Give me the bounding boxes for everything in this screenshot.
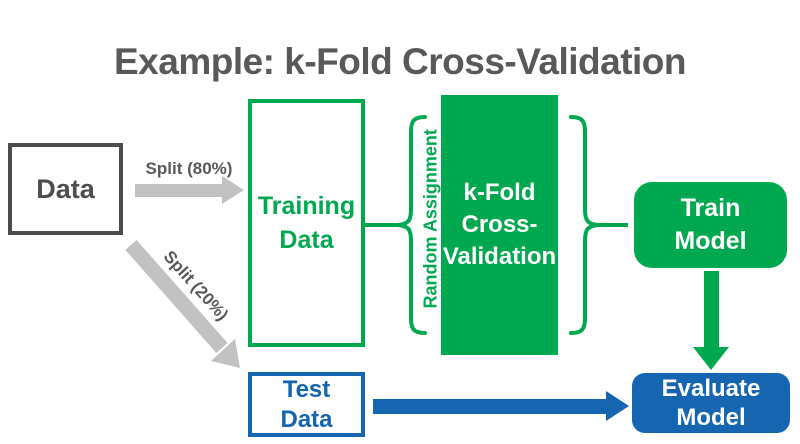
test-data-label-line1: Test: [282, 375, 331, 403]
test-data-box: Test Data: [248, 372, 365, 437]
evaluate-model-box: Evaluate Model: [632, 373, 790, 433]
right-brace: [569, 115, 599, 335]
split-80-label: Split (80%): [145, 159, 233, 178]
training-data-box: Training Data: [248, 99, 365, 347]
split-80-arrow: [135, 176, 244, 204]
kfold-label-line3: Validation: [442, 243, 557, 270]
evaluate-model-label-line2: Model: [676, 404, 746, 431]
evaluate-model-label-line1: Evaluate: [661, 375, 761, 402]
kfold-label-line1: k-Fold: [463, 179, 536, 206]
train-model-label-line2: Model: [674, 227, 747, 255]
train-model-box: Train Model: [634, 182, 787, 268]
data-label: Data: [36, 173, 95, 204]
split-20-arrow: [125, 240, 240, 368]
kfold-label-line2: Cross-: [461, 211, 538, 238]
training-data-label-line1: Training: [257, 192, 356, 220]
train-to-evaluate-arrow: [693, 271, 729, 370]
page-title: Example: k-Fold Cross-Validation: [113, 41, 687, 82]
data-box: Data: [8, 143, 123, 235]
kfold-cross-validation-box: k-Fold Cross- Validation: [441, 95, 558, 355]
left-brace: [397, 115, 427, 335]
training-data-label-line2: Data: [279, 226, 334, 254]
test-to-evaluate-arrow: [373, 391, 629, 421]
random-assignment-label: Random Assignment: [420, 129, 441, 309]
test-data-label-line2: Data: [280, 405, 333, 433]
train-model-label-line1: Train: [680, 194, 741, 222]
